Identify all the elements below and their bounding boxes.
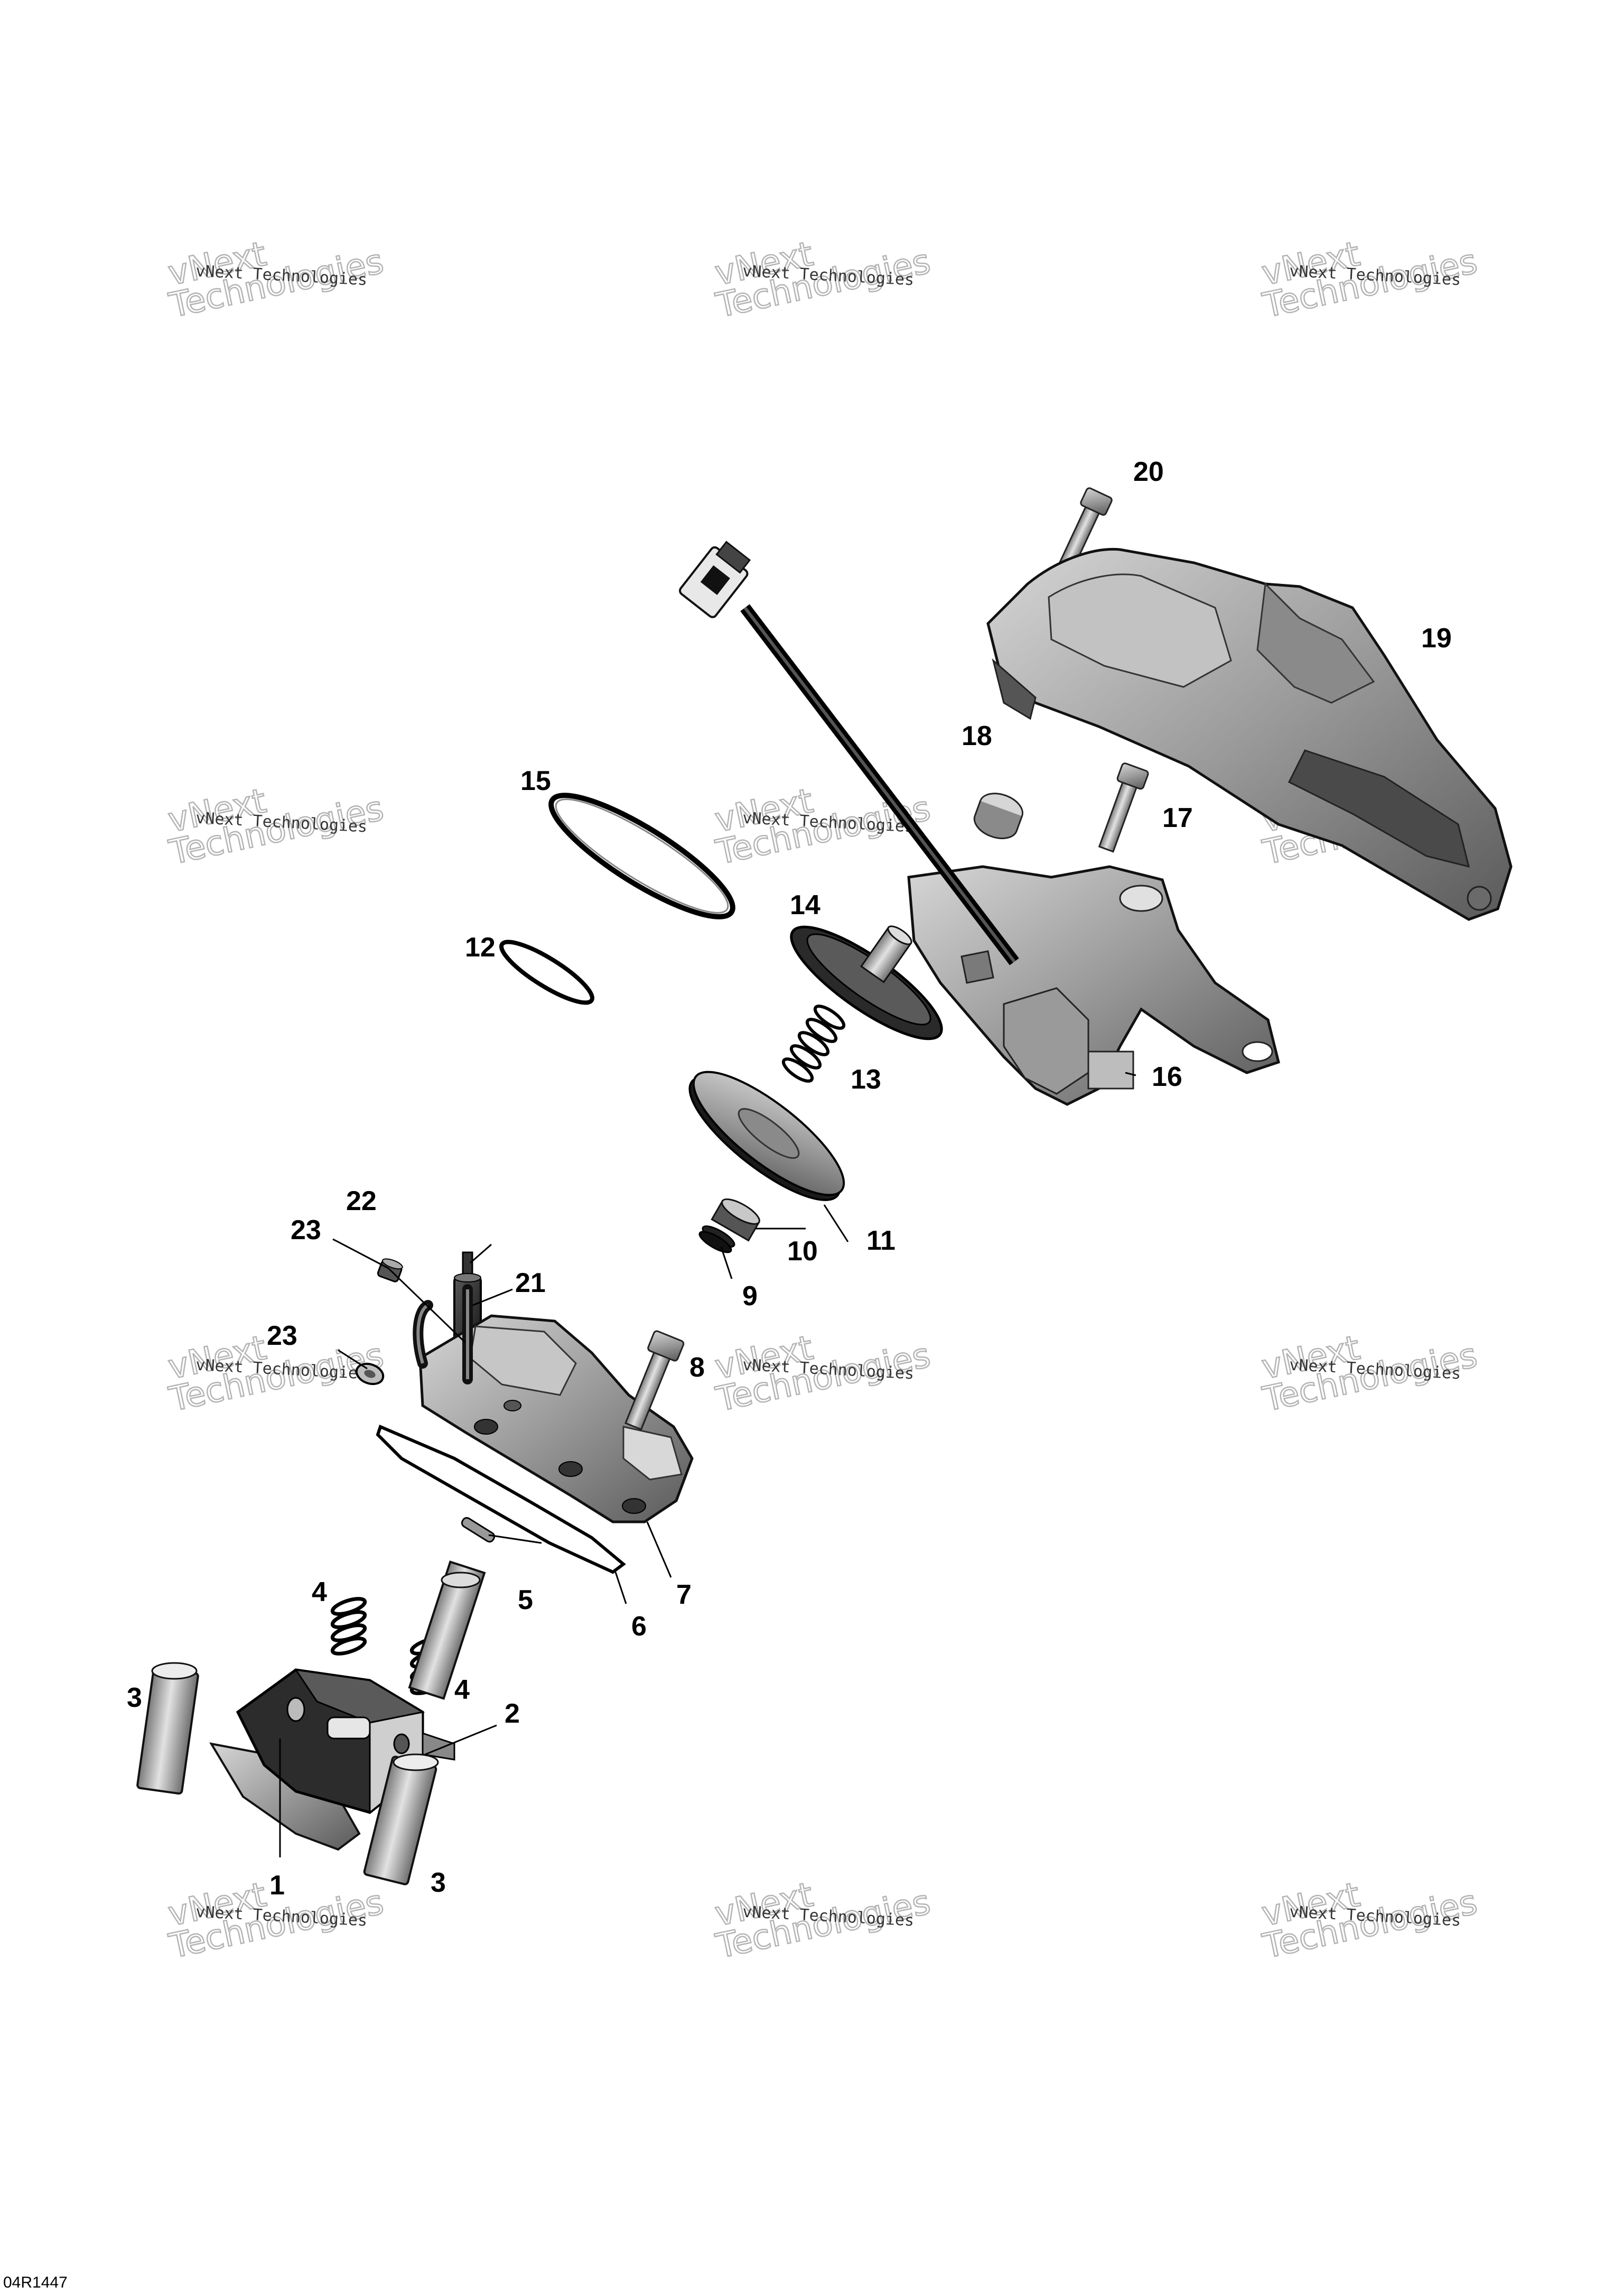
- callout-19: 19: [1421, 623, 1452, 654]
- callout-16: 16: [1152, 1062, 1182, 1092]
- callout-3-left: 3: [127, 1683, 142, 1713]
- watermark-r2-c1: vNext Technologies vNext Technologies: [164, 781, 388, 873]
- part-14-diaphragm: [790, 925, 943, 1040]
- callout-20: 20: [1133, 457, 1164, 487]
- watermark-r1-c2: vNext Technologies vNext Technologies: [711, 234, 935, 327]
- callout-21: 21: [515, 1268, 546, 1298]
- part-17-bolt: [1098, 763, 1149, 853]
- part-19-cover-housing: [986, 547, 1513, 921]
- callout-18: 18: [962, 721, 992, 751]
- callout-1: 1: [269, 1870, 285, 1901]
- watermark-r1-c1: vNext Technologies vNext Technologies: [164, 234, 388, 327]
- part-15-o-ring: [548, 793, 735, 919]
- callout-4-right: 4: [454, 1675, 470, 1705]
- part-4-spring-left: [330, 1597, 367, 1656]
- watermark-r3-c2: vNext Technologies vNext Technologies: [711, 1328, 935, 1420]
- part-5-pin: [461, 1517, 496, 1543]
- callout-22: 22: [346, 1186, 377, 1216]
- callout-11: 11: [866, 1225, 896, 1256]
- watermark-r2-c2: vNext Technologies vNext Technologies: [711, 781, 935, 873]
- callout-5: 5: [518, 1585, 533, 1615]
- callout-7: 7: [676, 1579, 692, 1610]
- part-21-hose-highlight: [416, 1289, 469, 1379]
- part-18-cap: [973, 793, 1023, 840]
- callout-23-lower: 23: [267, 1321, 297, 1351]
- callout-15: 15: [520, 766, 551, 796]
- callout-9: 9: [742, 1281, 758, 1312]
- watermark-r4-c2: vNext Technologies vNext Technologies: [711, 1875, 935, 1967]
- callout-4-left: 4: [312, 1577, 327, 1607]
- part-9-seal: [698, 1225, 735, 1253]
- part-11-disc: [688, 1071, 845, 1201]
- watermark-r4-c3: vNext Technologies vNext Technologies: [1258, 1875, 1481, 1967]
- leader-lines: [279, 1072, 1136, 1857]
- part-15-o-ring-inner: [555, 798, 729, 914]
- sensor-cable: [679, 541, 1019, 965]
- callout-3-right: 3: [431, 1867, 446, 1898]
- callout-2: 2: [505, 1698, 520, 1729]
- watermark-r1-c3: vNext Technologies vNext Technologies: [1258, 234, 1481, 327]
- callout-17: 17: [1162, 803, 1193, 833]
- callout-6: 6: [631, 1611, 647, 1642]
- part-23-cap-lower: [355, 1362, 385, 1386]
- callout-10: 10: [787, 1236, 818, 1267]
- part-12-o-ring: [499, 940, 594, 1005]
- callouts: 1 2 3 3 4 4 5 6 7 8 9 10 11 12 13 14 15 …: [127, 457, 1452, 1901]
- part-6-gasket: [376, 1424, 626, 1574]
- part-8-bolt: [624, 1330, 685, 1431]
- callout-14: 14: [790, 890, 820, 921]
- callout-12: 12: [465, 932, 496, 963]
- callout-8: 8: [689, 1352, 705, 1383]
- part-13-spring: [781, 1005, 846, 1083]
- part-16-bracket: [907, 865, 1280, 1106]
- watermark-r3-c3: vNext Technologies vNext Technologies: [1258, 1328, 1481, 1420]
- callout-13: 13: [851, 1064, 881, 1095]
- callout-23-upper: 23: [291, 1215, 321, 1245]
- drawing-reference-code: 04R1447: [3, 2274, 68, 2291]
- part-3-sleeve-right: [363, 1753, 439, 1885]
- part-3-sleeve-left: [136, 1662, 199, 1795]
- part-1-valve-block: [209, 1560, 486, 1851]
- part-10-bushing: [711, 1198, 760, 1242]
